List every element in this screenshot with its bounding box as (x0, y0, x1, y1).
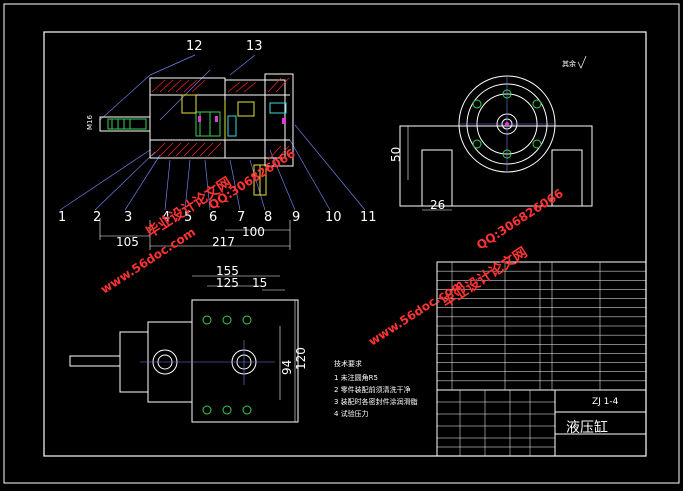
roughness-note: 其余 (562, 59, 576, 68)
dim-100: 100 (242, 225, 265, 239)
balloon-8: 8 (264, 210, 272, 225)
tech-requirements: 技术要求 1 未注圆角R5 2 零件装配前须清洗干净 3 装配时各密封件涂润滑脂… (334, 359, 418, 418)
watermark-site-2: www.56doc.com (366, 277, 466, 349)
balloon-2: 2 (93, 210, 101, 225)
balloon-10: 10 (325, 210, 342, 225)
dim-155: 155 (216, 264, 239, 278)
thread-label: M16 (86, 115, 94, 130)
tech-heading: 技术要求 (334, 359, 362, 368)
title-block: ZJ 1-4 液压缸 (436, 261, 647, 457)
front-section-view: M16 105 217 100 (59, 54, 366, 250)
watermark-brand-2: 毕业设计论文网 (439, 244, 530, 312)
tech-item-1: 1 未注圆角R5 (334, 373, 378, 382)
balloon-numbers: 1 2 3 4 5 6 7 8 9 10 11 12 13 (58, 39, 377, 225)
side-view: 其余 50 26 (389, 55, 593, 212)
dim-26: 26 (430, 198, 445, 212)
drawing-number: ZJ 1-4 (592, 397, 619, 407)
inner-frame (43, 31, 647, 457)
dim-125: 125 (216, 276, 239, 290)
balloon-9: 9 (292, 210, 300, 225)
outer-border (3, 3, 680, 484)
dim-120: 120 (294, 347, 308, 370)
balloon-13: 13 (246, 39, 263, 54)
dim-94: 94 (280, 360, 294, 375)
top-view: 155 125 15 94 120 (69, 264, 308, 423)
dim-217: 217 (212, 235, 235, 249)
balloon-1: 1 (58, 210, 66, 225)
balloon-5: 5 (184, 210, 192, 225)
dim-50: 50 (389, 147, 403, 162)
dim-15: 15 (252, 276, 267, 290)
balloon-11: 11 (360, 210, 377, 225)
drawing-title: 液压缸 (566, 419, 608, 436)
balloon-6: 6 (209, 210, 217, 225)
balloon-12: 12 (186, 39, 203, 54)
tech-item-2: 2 零件装配前须清洗干净 (334, 385, 411, 394)
dim-105: 105 (116, 235, 139, 249)
watermark-qq-2: QQ:306826066 (474, 186, 566, 252)
balloon-7: 7 (237, 210, 245, 225)
balloon-3: 3 (124, 210, 132, 225)
balloon-4: 4 (162, 210, 170, 225)
tech-item-3: 3 装配时各密封件涂润滑脂 (334, 397, 418, 406)
tech-item-4: 4 试验压力 (334, 409, 369, 418)
